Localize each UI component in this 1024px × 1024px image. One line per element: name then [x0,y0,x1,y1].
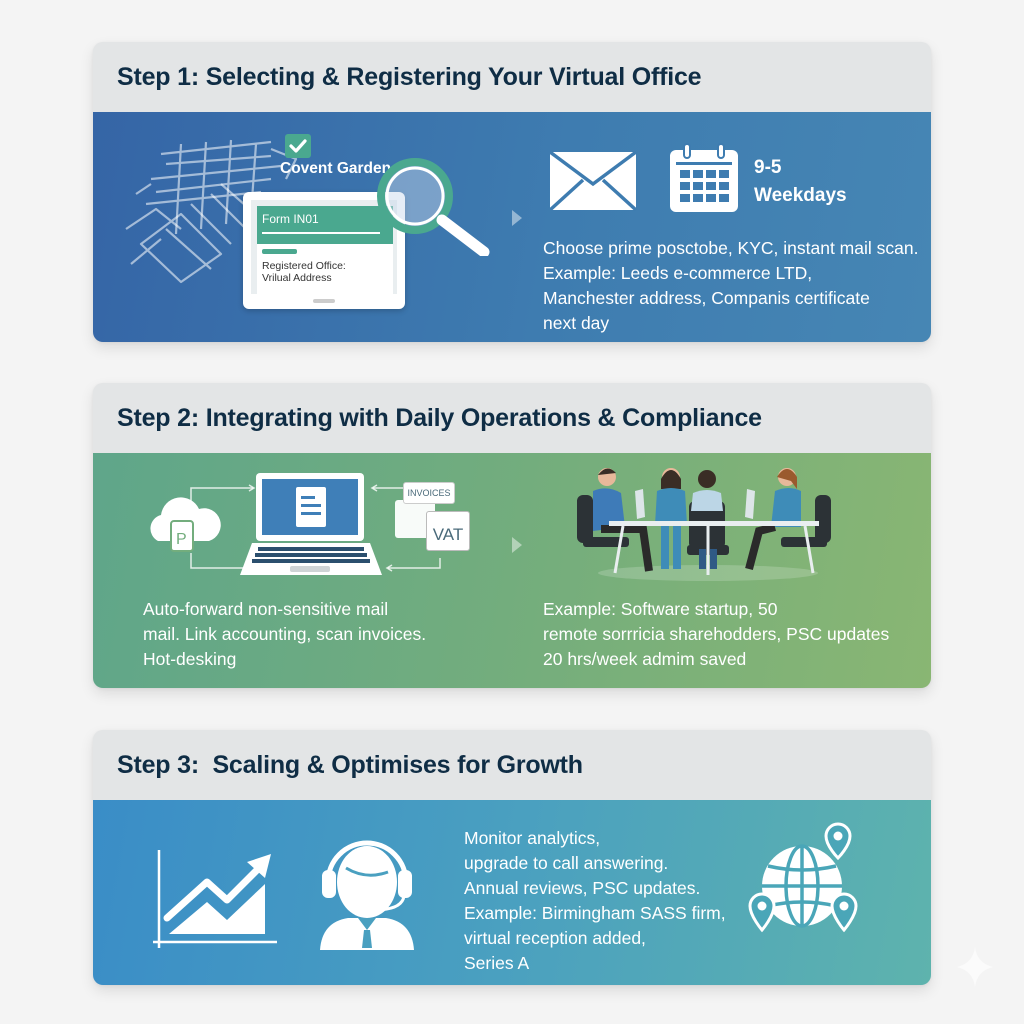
laptop-document-icon [240,473,382,575]
form-title: Form IN01 [262,212,319,226]
location-label: Covent Garden [280,160,392,177]
step-1-header: Step 1: Selecting & Registering Your Vir… [93,42,931,112]
team-meeting-icon [577,468,831,581]
magnifier-icon [377,158,490,256]
step-2-body: P [93,453,931,688]
step-1-card: Step 1: Selecting & Registering Your Vir… [93,42,931,342]
step-1-title: Step 1: Selecting & Registering Your Vir… [117,62,702,91]
step-1-body: Covent Garden Form IN01 Registered Offic… [93,112,931,342]
step-3-header: Step 3: Scaling & Optimises for Growth [93,730,931,800]
checkbox-checked-icon [285,134,311,158]
step-2-title: Step 2: Integrating with Daily Operation… [117,403,762,432]
calendar-icon [670,143,738,212]
step-divider-arrow [512,210,522,226]
city-map-icon [125,139,298,284]
hours-label: 9-5 Weekdays [754,157,847,206]
cloud-document-icon: P [150,497,221,552]
growth-chart-icon [153,850,277,948]
sparkle-icon [957,947,993,987]
step-3-description: Monitor analytics, upgrade to call answe… [464,828,726,973]
mail-envelope-icon [548,150,638,212]
invoices-label: INVOICES [403,482,455,504]
tablet-form-icon: Form IN01 Registered Office: Vrilual Add… [243,192,405,309]
step-2-description-left: Auto-forward non-sensitive mail mail. Li… [143,599,427,669]
svg-text:P: P [176,531,187,548]
step-1-description: Choose prime posctobe, KYC, instant mail… [543,238,919,333]
headset-agent-icon [320,840,414,950]
step-divider-arrow [512,537,522,553]
step-2-header: Step 2: Integrating with Daily Operation… [93,383,931,453]
step-3-body: Monitor analytics, upgrade to call answe… [93,800,931,985]
form-line-1: Registered Office: [262,260,346,272]
step-2-description-right: Example: Software startup, 50 remote sor… [543,599,890,669]
step-3-card: Step 3: Scaling & Optimises for Growth M… [93,730,931,985]
globe-pins-icon [748,822,858,933]
step-3-title: Step 3: Scaling & Optimises for Growth [117,750,583,779]
step-2-card: Step 2: Integrating with Daily Operation… [93,383,931,688]
vat-calendar-icon: VAT [426,511,470,551]
form-line-2: Vrilual Address [262,272,332,284]
